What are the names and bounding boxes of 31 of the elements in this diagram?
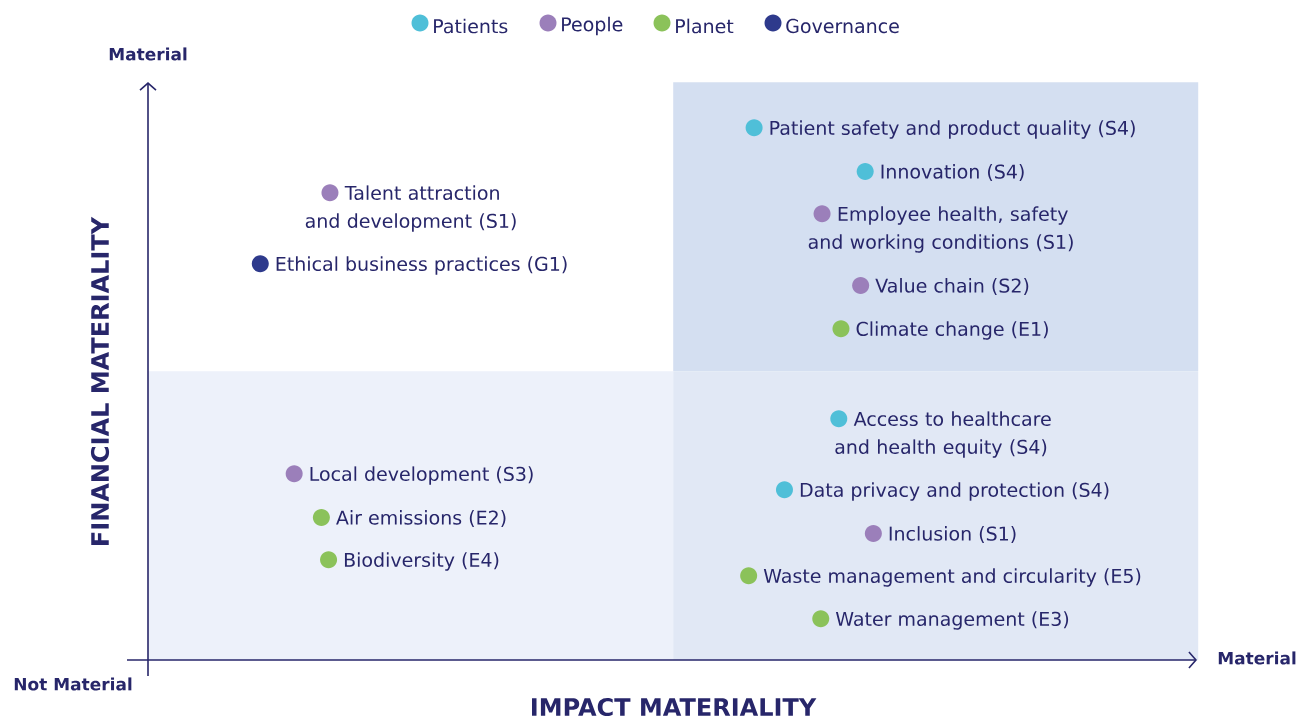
node-label: Inclusion (S1) [889, 526, 1016, 544]
legend-label: People [562, 16, 623, 36]
bullet-item: Waste management and circularity (E5) [740, 567, 1141, 587]
bullet-item: Patient safety and product quality (S4) [745, 119, 1135, 139]
bullet-item: Innovation (S4) [856, 163, 1024, 181]
bullet-item: Ethical business practices (G1) [251, 255, 567, 275]
legend-label: Planet [676, 18, 734, 34]
bullet-item: Local development (S3) [285, 465, 533, 485]
node-label: Innovation (S4) [881, 164, 1024, 182]
axis-end-label: Material [1218, 651, 1296, 665]
legend-label: Patients [434, 18, 508, 34]
bullet-item: Data privacy and protection (S4) [775, 481, 1109, 501]
axis-end-label: Material [109, 47, 187, 61]
axis-end-label: Not Material [14, 677, 132, 691]
node-label: Climate change (E1) [856, 321, 1048, 340]
bullet-item: Inclusion (S1) [864, 525, 1016, 543]
bullet-item: Value chain (S2) [852, 277, 1029, 295]
bullet-item: Climate change (E1) [832, 320, 1048, 340]
legend-label: Governance [786, 18, 899, 34]
node-label: Biodiversity (E4) [344, 552, 499, 571]
axis-title: FINANCIAL MATERIALITY [90, 216, 110, 545]
bullet-item: Employee health, safety and working conditions (S1) [808, 205, 1073, 253]
node-label: Value chain (S2) [875, 278, 1029, 296]
bullet-item: Access to healthcare and health equity (S4) [830, 410, 1051, 458]
node-label: Air emissions (E2) [336, 510, 506, 528]
bullet-item: Biodiversity (E4) [320, 551, 499, 571]
bullet-item: Air emissions (E2) [312, 509, 506, 527]
quadrant-background [673, 82, 1199, 372]
bullet-item: Water management (E3) [812, 610, 1069, 630]
bullet-item: Talent attraction and development (S1) [305, 184, 516, 232]
axis-title: IMPACT MATERIALITY [532, 697, 817, 717]
